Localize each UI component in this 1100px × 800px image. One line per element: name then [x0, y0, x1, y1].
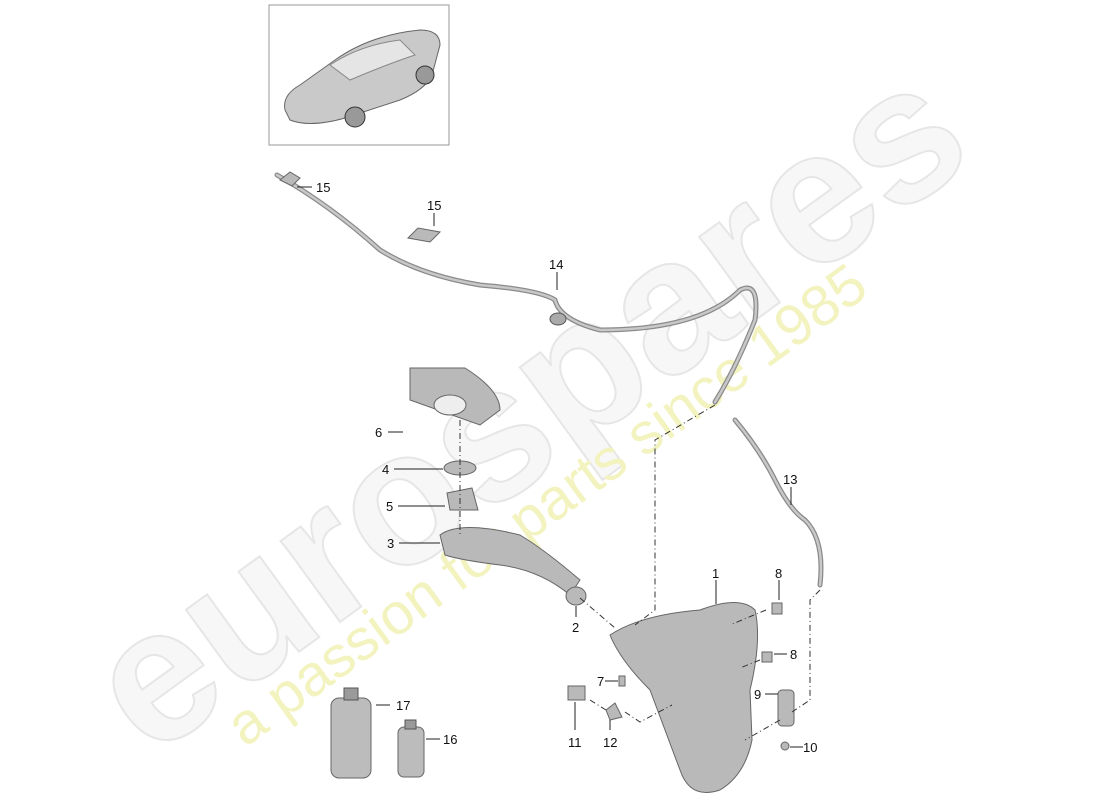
callout-5[interactable]: 5 — [386, 499, 393, 514]
hose-13 — [732, 417, 824, 588]
callout-8b[interactable]: 8 — [790, 647, 797, 662]
seal-part-5 — [446, 487, 479, 511]
grommet-part-8b — [761, 651, 773, 663]
callout-2[interactable]: 2 — [572, 620, 579, 635]
callout-14[interactable]: 14 — [549, 257, 563, 272]
callout-13[interactable]: 13 — [783, 472, 797, 487]
vehicle-thumbnail — [268, 4, 450, 146]
bottle-part-17 — [330, 687, 372, 779]
callout-12[interactable]: 12 — [603, 735, 617, 750]
callout-8a[interactable]: 8 — [775, 566, 782, 581]
callout-9[interactable]: 9 — [754, 687, 761, 702]
car-icon — [284, 29, 441, 128]
callout-15a[interactable]: 15 — [316, 180, 330, 195]
nut-part-10 — [780, 741, 790, 751]
watermark-brand: eurospares — [49, 20, 1002, 794]
filler-neck-part-3 — [439, 527, 581, 596]
grommet-part-12 — [605, 702, 623, 721]
pump-part-9 — [777, 689, 795, 727]
assembly-lines — [459, 404, 821, 741]
grommet-part-2 — [565, 586, 587, 606]
callout-7[interactable]: 7 — [597, 674, 604, 689]
callout-11[interactable]: 11 — [568, 735, 582, 750]
callout-16[interactable]: 16 — [443, 732, 457, 747]
watermark: eurospares a passion for parts since 198… — [48, 19, 1003, 795]
callout-3[interactable]: 3 — [387, 536, 394, 551]
hose-14 — [274, 172, 759, 405]
sensor-part-11 — [567, 685, 586, 701]
nozzle-part-15a — [279, 171, 301, 187]
callout-17[interactable]: 17 — [396, 698, 410, 713]
callouts: 15 15 14 13 6 4 5 3 2 1 8 8 7 9 10 11 12… — [297, 180, 817, 755]
screw-part-7 — [618, 675, 626, 687]
callout-1[interactable]: 1 — [712, 566, 719, 581]
grommet-part-8a — [771, 602, 783, 615]
callout-6[interactable]: 6 — [375, 425, 382, 440]
callout-4[interactable]: 4 — [382, 462, 389, 477]
nozzle-part-15b — [406, 227, 442, 243]
callout-15b[interactable]: 15 — [427, 198, 441, 213]
callout-10[interactable]: 10 — [803, 740, 817, 755]
bottle-part-16 — [397, 719, 425, 778]
reservoir-part-1 — [609, 602, 759, 793]
